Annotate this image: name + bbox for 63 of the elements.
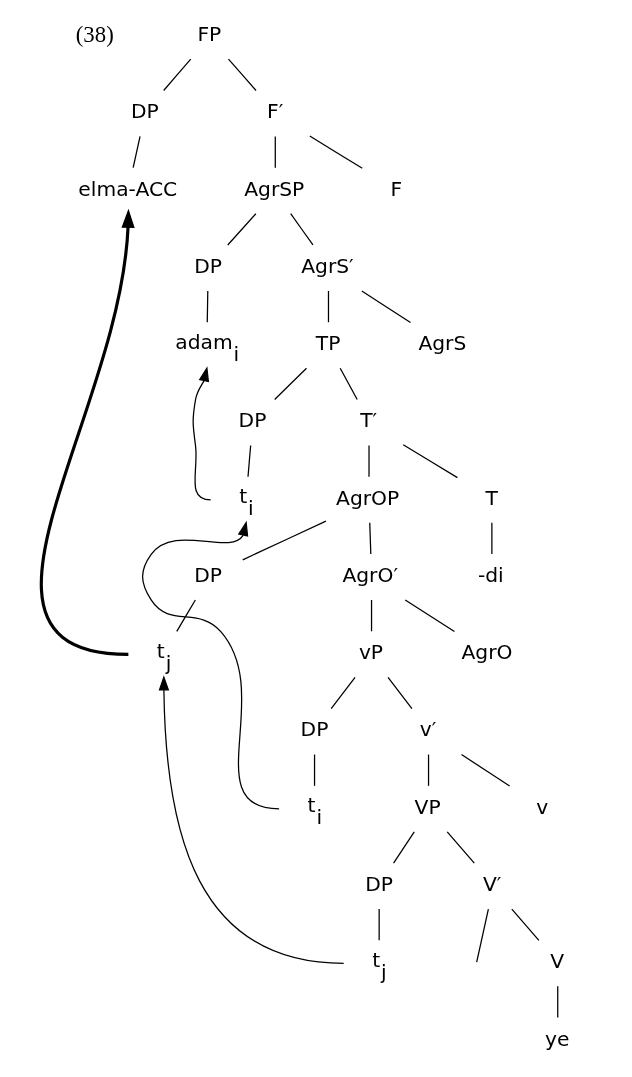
- connector: [273, 367, 307, 401]
- connector: [227, 58, 257, 92]
- connector: [274, 135, 276, 169]
- node-text: DP: [193, 253, 222, 278]
- arrow: [158, 675, 344, 965]
- node-text: TP: [315, 331, 340, 356]
- connector: [556, 985, 558, 1019]
- connector: [241, 520, 327, 561]
- node-text: F: [390, 176, 402, 201]
- connector: [175, 599, 196, 632]
- arrow: [39, 208, 135, 656]
- node-text: DP: [238, 408, 266, 433]
- node-text: v′: [419, 717, 436, 742]
- node-text: AgrO: [460, 640, 512, 665]
- connector: [327, 290, 329, 323]
- node-text: AgrSP: [243, 176, 304, 201]
- node-text: T: [485, 485, 498, 510]
- connector: [386, 676, 413, 710]
- node-text: vP: [358, 640, 383, 665]
- connector: [226, 213, 256, 246]
- node-text: AgrS′: [300, 253, 354, 278]
- node-text: AgrOP: [335, 485, 399, 510]
- node-text: DP: [300, 717, 328, 742]
- connector: [392, 831, 415, 864]
- arrow: [141, 520, 280, 810]
- node-text: T′: [359, 408, 377, 433]
- node-text: V: [549, 949, 564, 974]
- connector: [313, 753, 315, 787]
- connector: [368, 522, 371, 555]
- connector: [475, 908, 489, 963]
- label: (38): [75, 21, 114, 47]
- connector: [339, 367, 358, 401]
- connector: [446, 831, 475, 864]
- connector: [289, 213, 314, 246]
- node-text: VP: [414, 794, 441, 819]
- connector: [460, 753, 510, 787]
- node-text: AgrO′: [341, 562, 398, 587]
- node-text: v: [535, 794, 548, 819]
- node-text: -di: [477, 562, 504, 587]
- node-text: DP: [130, 99, 159, 124]
- node-text: F′: [266, 99, 283, 124]
- node-text: FP: [196, 22, 221, 47]
- node-text: ye: [544, 1026, 570, 1051]
- node-text: AgrS: [417, 331, 466, 356]
- connector: [402, 444, 458, 479]
- connector: [246, 444, 251, 478]
- connector: [162, 58, 191, 92]
- node-text: V′: [482, 871, 501, 896]
- node-text: elma-ACC: [77, 176, 177, 201]
- connector: [132, 135, 141, 169]
- arrow: [192, 366, 211, 501]
- node-text: DP: [193, 562, 222, 587]
- connector: [404, 599, 455, 633]
- connector: [308, 135, 363, 169]
- node-text: DP: [364, 871, 393, 896]
- connector: [330, 676, 356, 710]
- connector: [427, 753, 429, 787]
- connector: [206, 290, 208, 323]
- connector: [510, 908, 539, 941]
- connector: [490, 522, 492, 555]
- connector: [360, 290, 411, 324]
- connector: [370, 599, 372, 632]
- connector: [378, 908, 380, 941]
